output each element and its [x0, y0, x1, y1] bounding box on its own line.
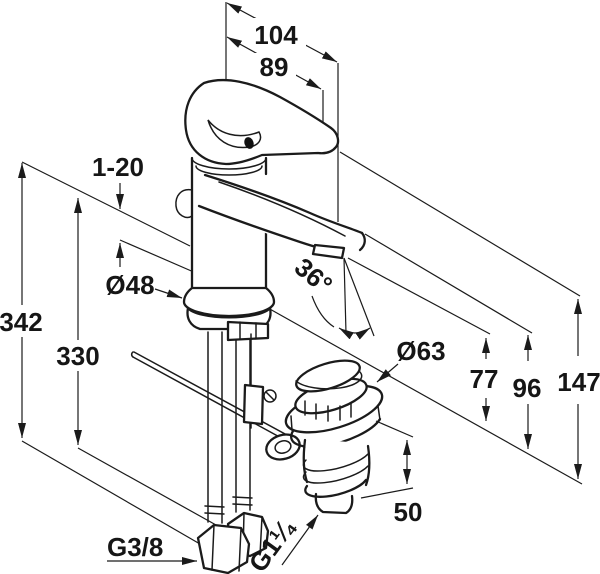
deck-thickness-label: 1-20 — [92, 152, 144, 182]
pop-up-knob — [175, 188, 193, 219]
mounting-nut — [226, 320, 270, 342]
dim-89-label: 89 — [260, 52, 289, 82]
thread-g38-label: G3/8 — [107, 532, 163, 562]
faucet — [175, 78, 366, 331]
height-96-label: 96 — [513, 373, 542, 403]
faucet-lever — [184, 78, 340, 166]
waste-pivot — [265, 433, 301, 461]
supply-hoses — [196, 331, 270, 574]
height-330-label: 330 — [56, 341, 99, 371]
lever-cavity — [207, 119, 262, 149]
diameter-48-label: Ø48 — [105, 270, 154, 300]
height-147-label: 147 — [557, 367, 600, 397]
clevis-screw — [263, 389, 277, 403]
dim-104-label: 104 — [254, 20, 298, 50]
height-77-label: 77 — [470, 364, 499, 394]
base-escutcheon — [182, 286, 276, 318]
aerator — [311, 243, 346, 260]
depth-50-label: 50 — [394, 497, 423, 527]
diameter-63-label: Ø63 — [396, 336, 445, 366]
pop-up-rod — [130, 333, 299, 447]
spout-mask — [199, 175, 365, 253]
faucet-collar — [191, 157, 267, 170]
annotations — [107, 257, 414, 566]
waste-tailpiece — [314, 492, 354, 515]
angle-36-label: 36° — [289, 252, 338, 300]
lever-indicator-dot — [244, 137, 254, 149]
deck-lines — [21, 161, 583, 485]
height-342-label: 342 — [0, 307, 43, 337]
pop-up-waste — [265, 359, 384, 515]
waste-cap — [295, 359, 361, 393]
dimension-labels: 104 89 1-20 342 330 Ø48 36° Ø63 77 96 14… — [0, 18, 600, 574]
hose-nut-left — [196, 523, 251, 574]
dimension-lines — [18, 2, 582, 545]
under-deck-assembly — [130, 320, 299, 574]
faucet-spout — [203, 173, 364, 235]
rod-clevis — [242, 383, 265, 426]
